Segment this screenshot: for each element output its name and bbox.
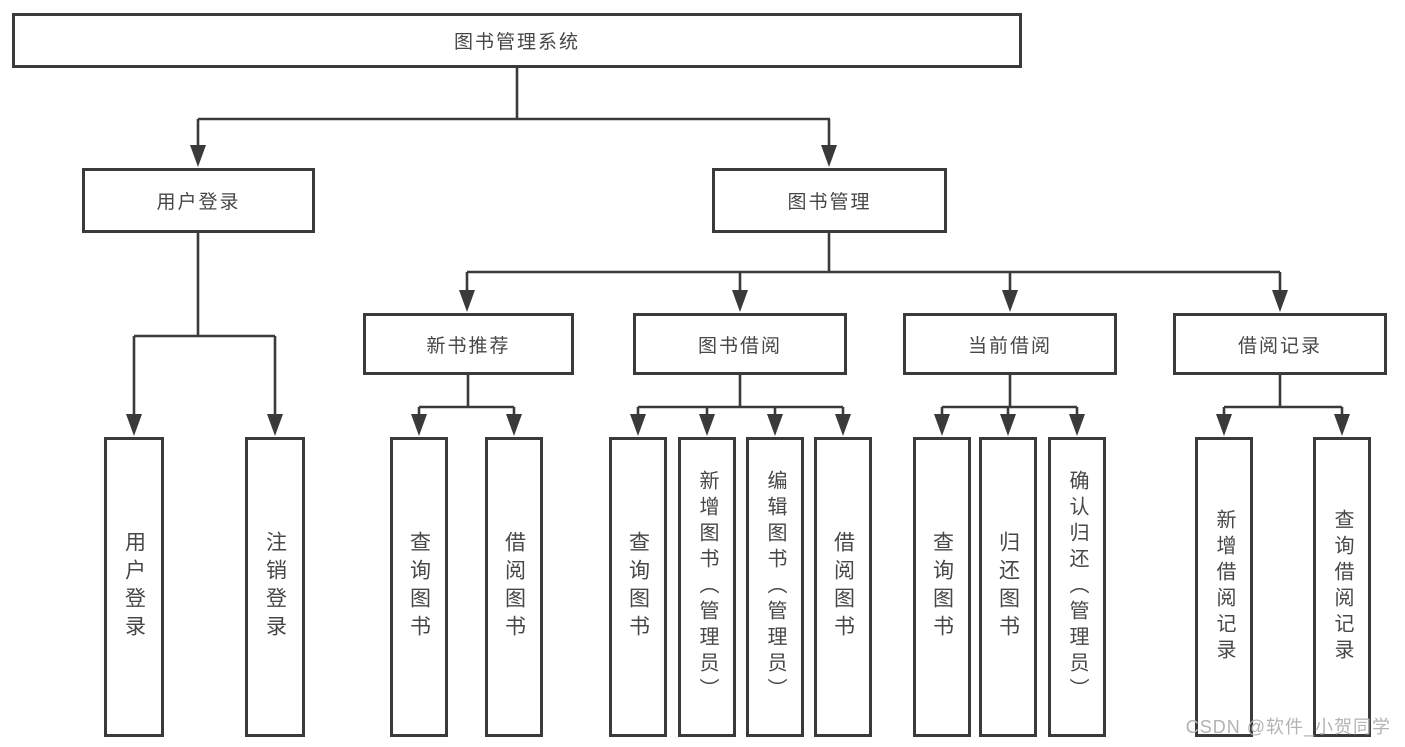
connector-arrowheads — [126, 145, 1350, 436]
connector-lines — [132, 68, 1344, 416]
leaf-add-borrow-record: 新增借阅记录 — [1195, 437, 1253, 737]
node-root-library-system: 图书管理系统 — [12, 13, 1022, 68]
csdn-watermark: CSDN @软件_小贺同学 — [1185, 717, 1391, 737]
leaf-logout: 注销登录 — [245, 437, 305, 737]
leaf-query-books-1: 查询图书 — [390, 437, 448, 737]
leaf-query-books-2: 查询图书 — [609, 437, 667, 737]
node-new-book-recommendation: 新书推荐 — [363, 313, 574, 375]
node-book-management: 图书管理 — [712, 168, 947, 233]
leaf-add-books-admin: 新增图书（管理员） — [678, 437, 736, 737]
leaf-query-books-3: 查询图书 — [913, 437, 971, 737]
leaf-return-books: 归还图书 — [979, 437, 1037, 737]
leaf-confirm-return-admin: 确认归还（管理员） — [1048, 437, 1106, 737]
leaf-edit-books-admin: 编辑图书（管理员） — [746, 437, 804, 737]
node-user-login: 用户登录 — [82, 168, 315, 233]
node-current-borrowing: 当前借阅 — [903, 313, 1117, 375]
leaf-borrow-books-2: 借阅图书 — [814, 437, 872, 737]
leaf-user-login: 用户登录 — [104, 437, 164, 737]
leaf-borrow-books-1: 借阅图书 — [485, 437, 543, 737]
node-book-borrowing: 图书借阅 — [633, 313, 847, 375]
node-borrowing-records: 借阅记录 — [1173, 313, 1387, 375]
leaf-query-borrow-record: 查询借阅记录 — [1313, 437, 1371, 737]
